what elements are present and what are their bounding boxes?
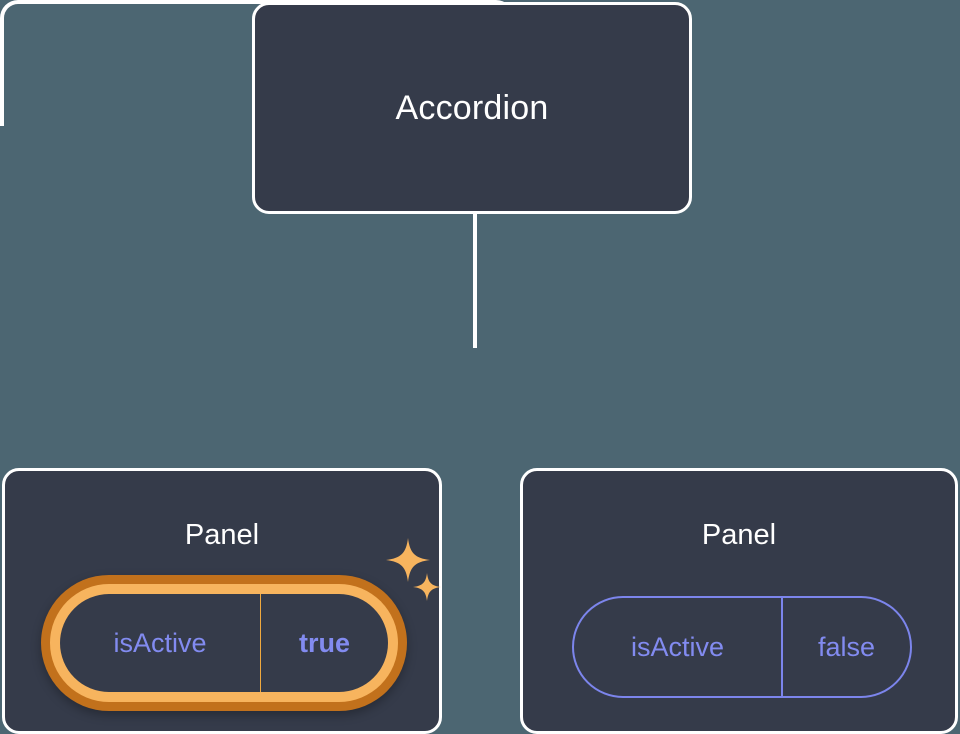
node-accordion-label: Accordion <box>395 88 549 127</box>
prop-pill-inactive[interactable]: isActive false <box>572 596 912 698</box>
tree-connector-stem <box>473 211 477 348</box>
node-accordion[interactable]: Accordion <box>252 2 692 214</box>
sparkle-icon <box>386 538 430 582</box>
prop-pill-active[interactable]: isActive true <box>41 575 407 711</box>
prop-pill-active-body: isActive true <box>60 594 388 692</box>
node-panel-inactive[interactable]: Panel isActive false <box>520 468 958 734</box>
node-panel-active-label: Panel <box>184 519 260 551</box>
prop-value-cell: false <box>783 598 910 696</box>
prop-key-label: isActive <box>113 627 207 658</box>
prop-value-cell: true <box>261 594 388 692</box>
node-panel-inactive-label: Panel <box>701 519 777 551</box>
prop-value-label: true <box>298 627 350 658</box>
prop-key-label: isActive <box>630 631 725 662</box>
prop-key-cell: isActive <box>60 594 261 692</box>
prop-key-cell: isActive <box>574 598 783 696</box>
node-panel-active[interactable]: Panel isActive true <box>2 468 442 734</box>
sparkle-icon-small <box>413 573 441 601</box>
prop-value-label: false <box>817 631 876 662</box>
